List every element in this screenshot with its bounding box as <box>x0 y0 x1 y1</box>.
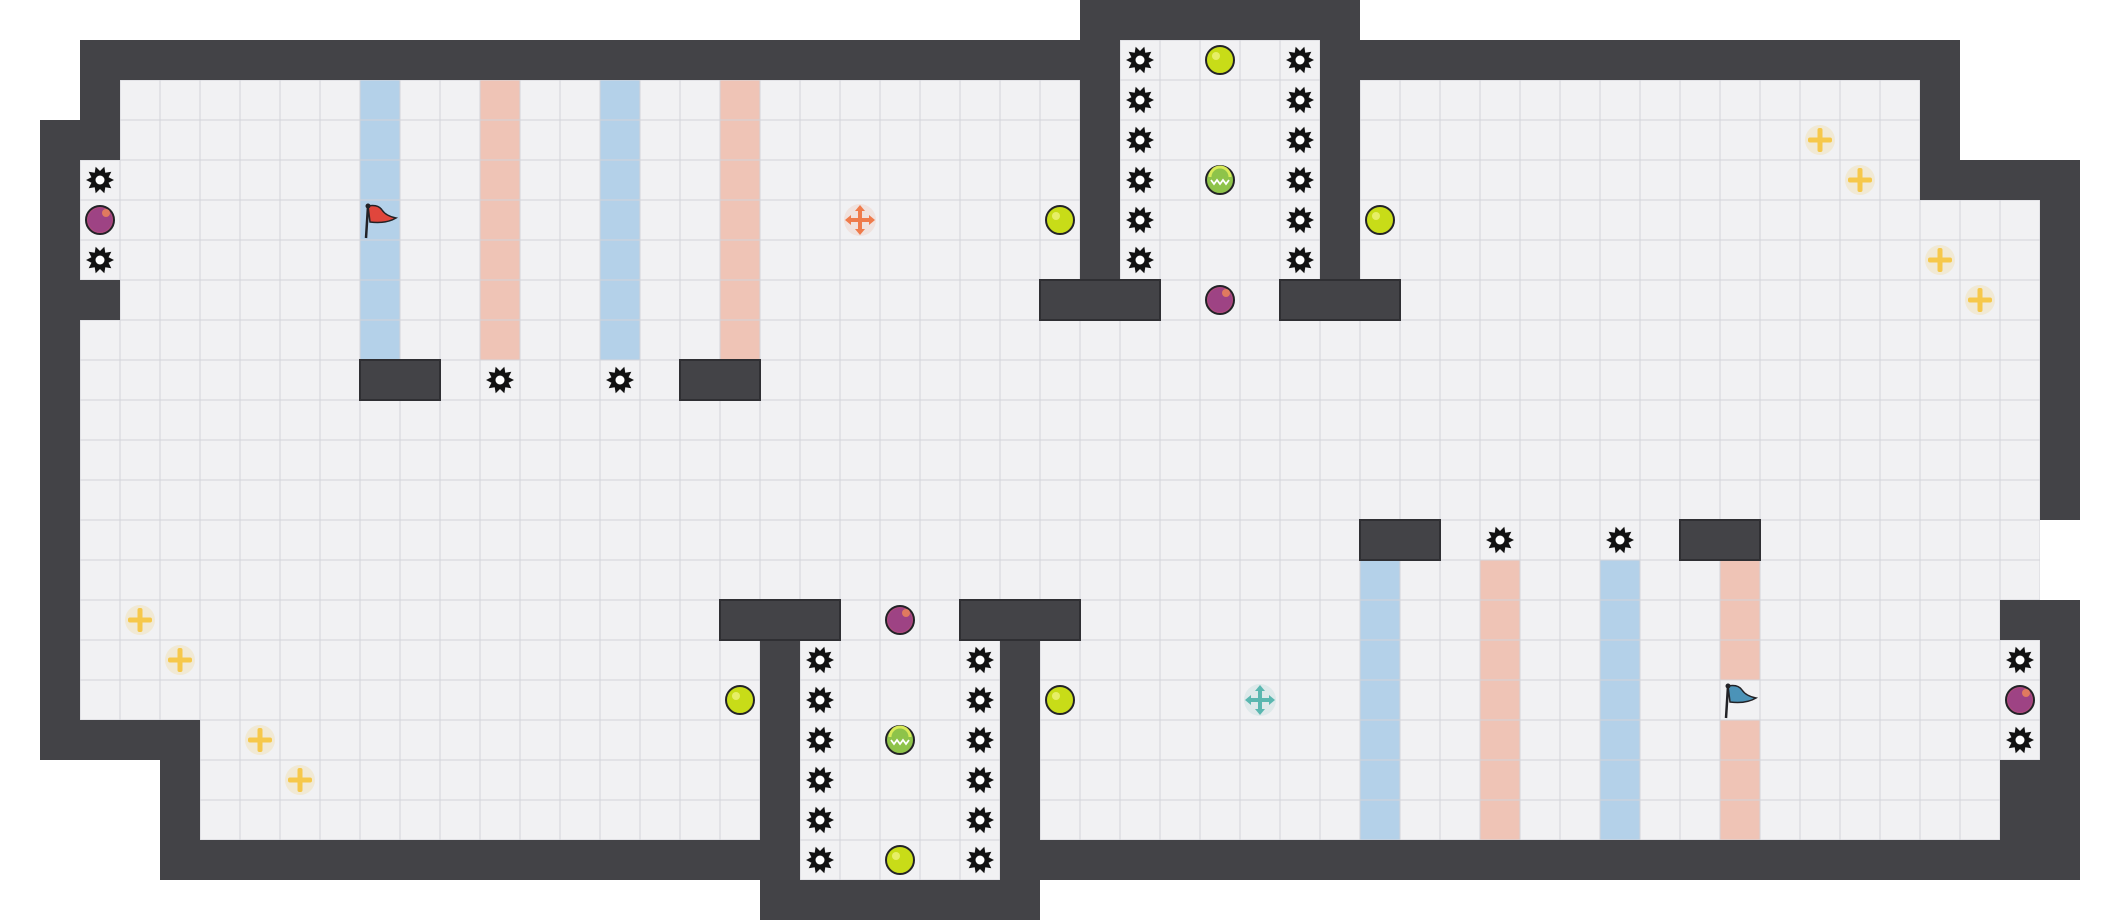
move-markers <box>844 204 1276 716</box>
yellow-orb-icon <box>725 685 755 715</box>
green-orb-icon <box>1205 165 1235 195</box>
spike-icon <box>1126 126 1154 154</box>
sparkle-pickups <box>125 125 1995 795</box>
magenta-orb-icon <box>85 205 115 235</box>
teal-move-arrows <box>1244 684 1276 716</box>
spike-icon <box>1286 126 1314 154</box>
flag-icon <box>1724 683 1759 719</box>
magenta-orb-icon <box>1205 285 1235 315</box>
spike-hazards <box>86 46 2034 874</box>
red-zone <box>720 80 760 360</box>
spike-icon <box>1126 86 1154 114</box>
yellow-orb-icon <box>1045 685 1075 715</box>
yellow-orb-icon <box>1045 205 1075 235</box>
colored-zones <box>360 80 1760 840</box>
flag-icon <box>364 203 399 239</box>
magenta-orb-icon <box>2005 685 2035 715</box>
red-flag <box>364 203 399 239</box>
spike-icon <box>1286 206 1314 234</box>
spike-icon <box>1286 46 1314 74</box>
spike-icon <box>1126 166 1154 194</box>
flags <box>364 203 1759 719</box>
spike-icon <box>86 166 114 194</box>
spike-icon <box>1126 46 1154 74</box>
spike-icon <box>486 366 514 394</box>
spike-icon <box>966 846 994 874</box>
red-zone <box>1720 720 1760 840</box>
blue-zone <box>1360 560 1400 840</box>
move-arrows-icon <box>845 205 875 235</box>
blue-flag <box>1724 683 1759 719</box>
sparkle-icon <box>1845 165 1875 195</box>
yellow-orb-icon <box>1365 205 1395 235</box>
spike-icon <box>966 806 994 834</box>
magenta-orb-icon <box>885 605 915 635</box>
spike-icon <box>606 366 634 394</box>
yellow-orb-icon <box>1205 45 1235 75</box>
spike-icon <box>806 646 834 674</box>
spike-icon <box>1606 526 1634 554</box>
sparkle-icon <box>1965 285 1995 315</box>
spike-icon <box>1126 206 1154 234</box>
move-arrows-icon <box>1245 685 1275 715</box>
spike-icon <box>806 686 834 714</box>
yellow-orb-icon <box>885 845 915 875</box>
blue-zone <box>1600 560 1640 840</box>
sparkle-icon <box>1925 245 1955 275</box>
sparkle-icon <box>125 605 155 635</box>
sparkle-icon <box>245 725 275 755</box>
green-orb-icon <box>885 725 915 755</box>
spike-icon <box>806 726 834 754</box>
red-zone <box>480 80 520 360</box>
spike-icon <box>2006 646 2034 674</box>
spike-icon <box>1486 526 1514 554</box>
spike-icon <box>806 806 834 834</box>
red-zone <box>1480 560 1520 840</box>
spike-icon <box>86 246 114 274</box>
orbs <box>85 45 2035 875</box>
spike-icon <box>966 726 994 754</box>
sparkle-icon <box>1805 125 1835 155</box>
inner-walls <box>359 279 1761 641</box>
sparkle-icon <box>285 765 315 795</box>
sparkle-icon <box>165 645 195 675</box>
spike-icon <box>966 646 994 674</box>
spike-icon <box>1286 86 1314 114</box>
spike-icon <box>1286 246 1314 274</box>
red-move-arrows <box>844 204 876 236</box>
spike-icon <box>1126 246 1154 274</box>
blue-zone <box>600 80 640 360</box>
spike-icon <box>2006 726 2034 754</box>
outer-wall <box>40 0 2080 920</box>
spike-icon <box>1286 166 1314 194</box>
spike-icon <box>966 686 994 714</box>
red-zone <box>1720 560 1760 680</box>
spike-icon <box>966 766 994 794</box>
spike-icon <box>806 846 834 874</box>
spike-icon <box>806 766 834 794</box>
